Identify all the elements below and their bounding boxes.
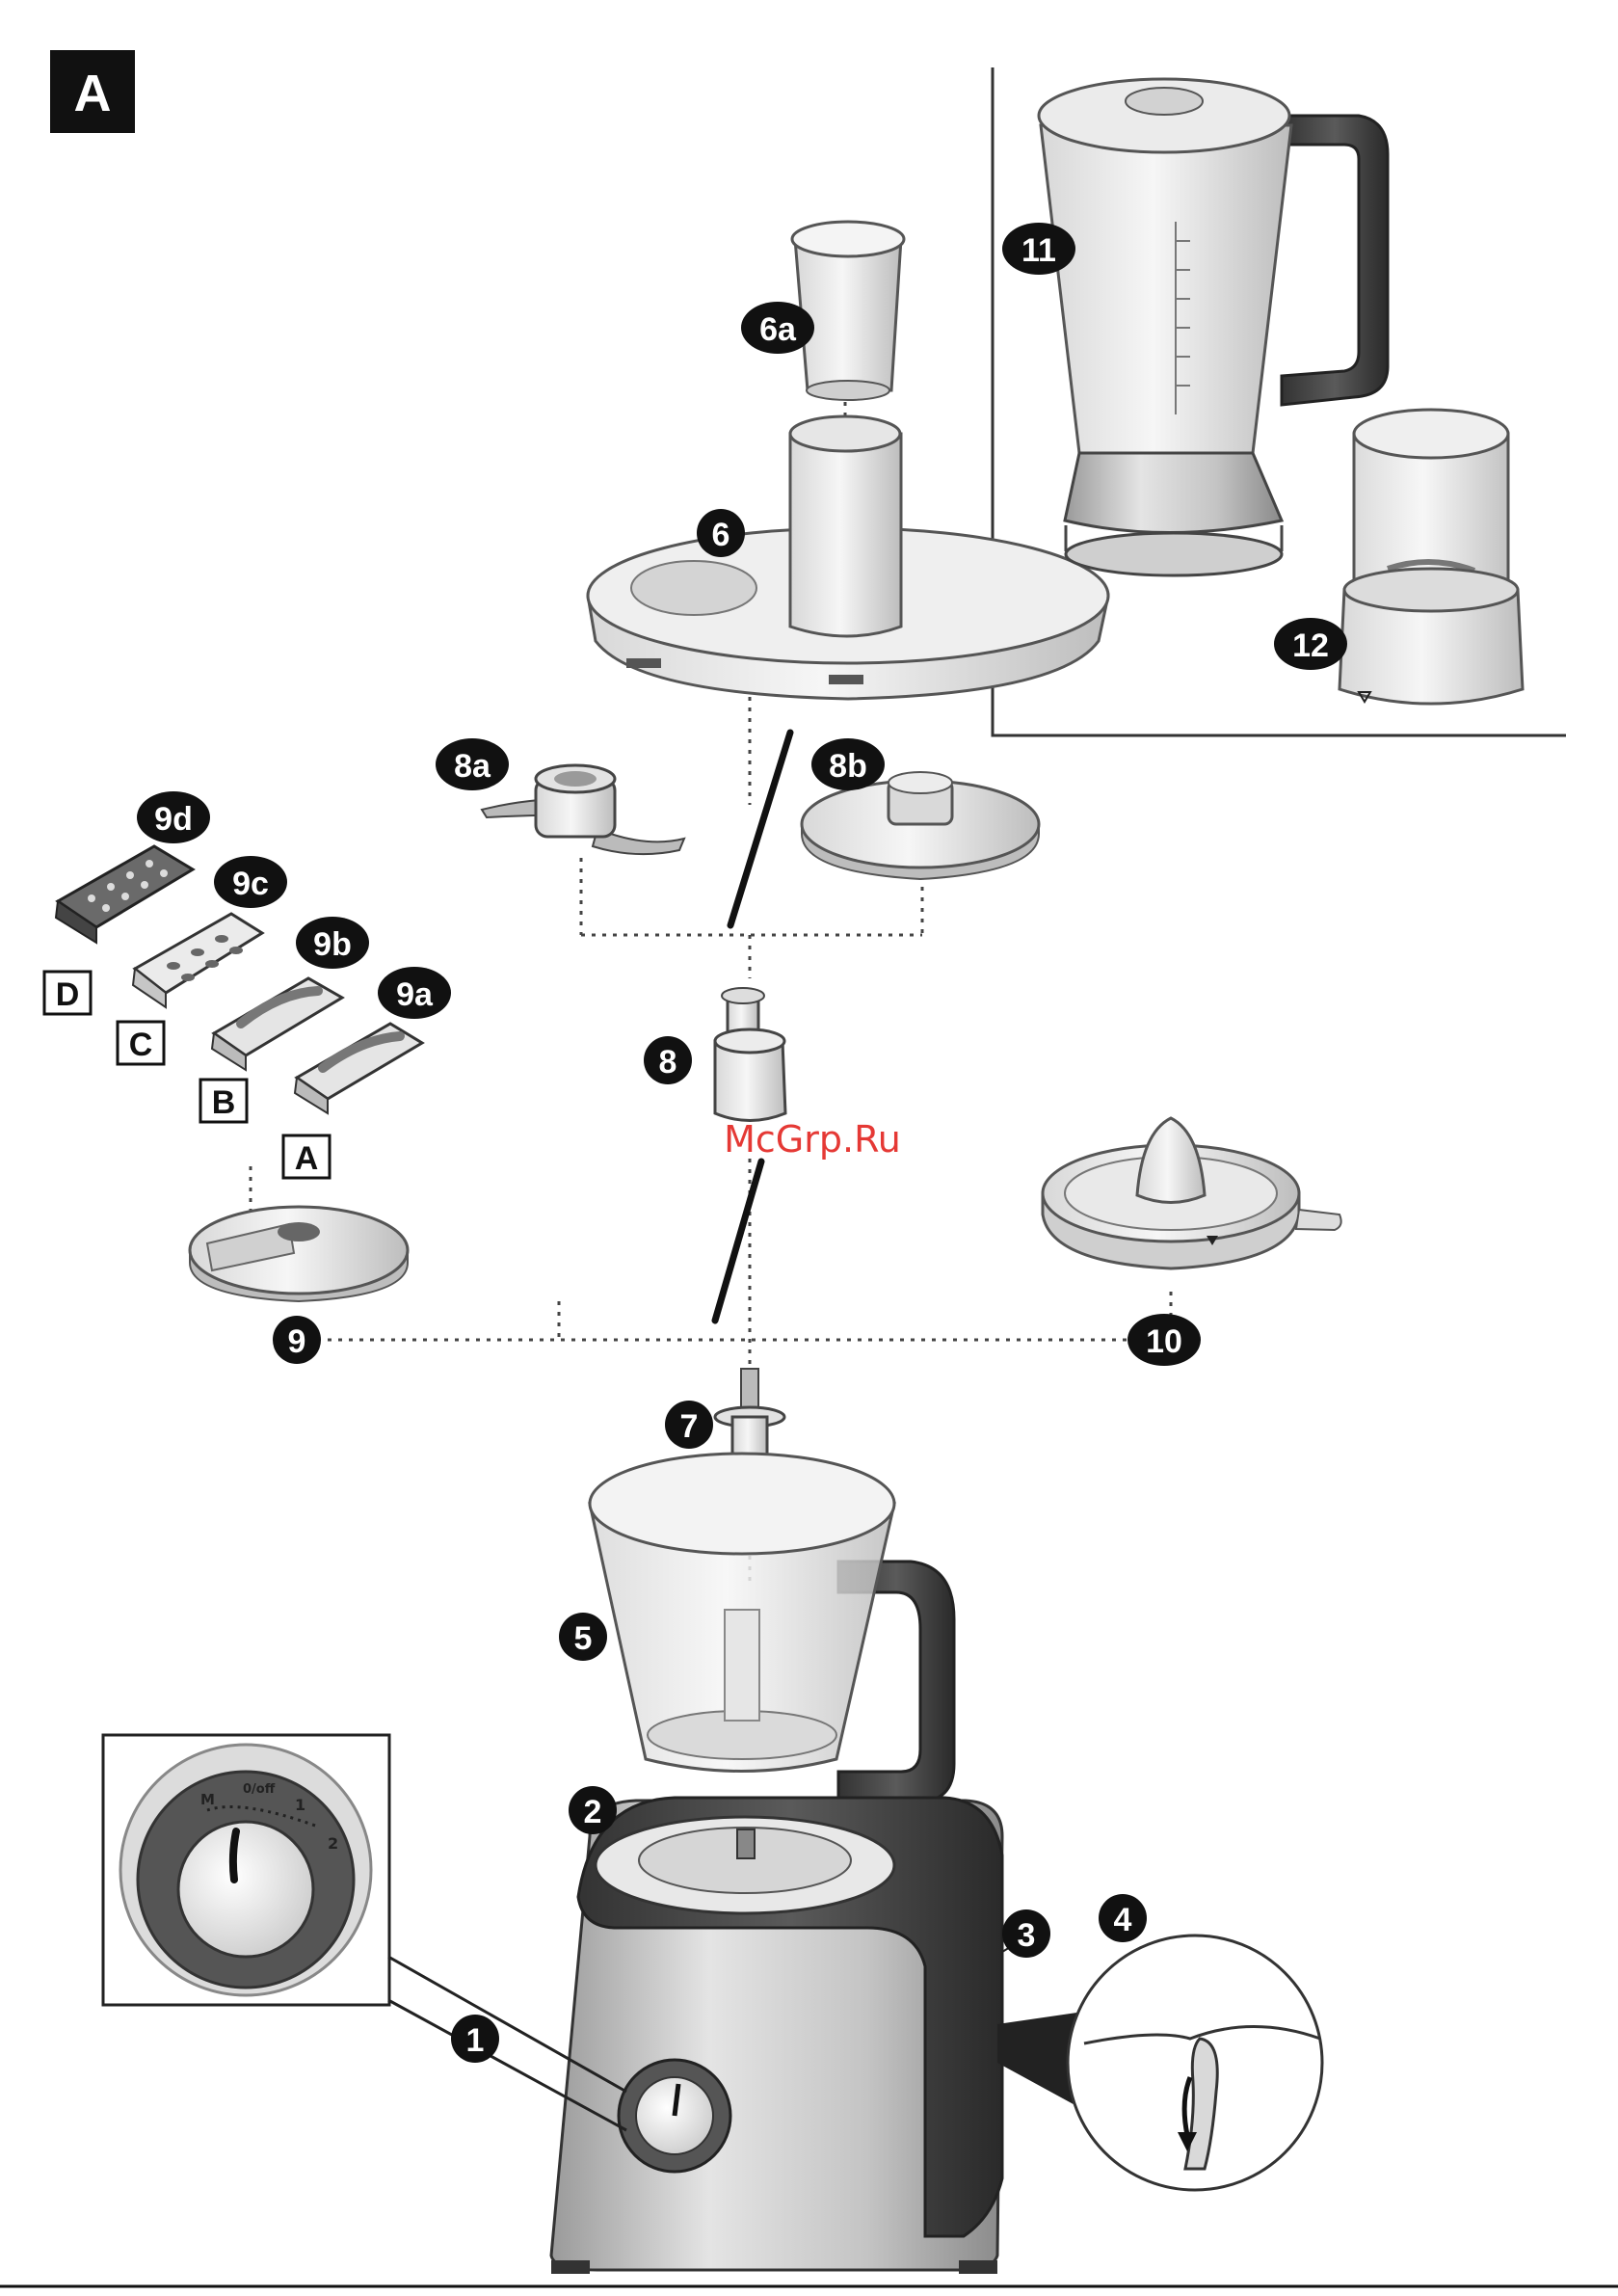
callout-9: 9 (273, 1316, 321, 1364)
svg-text:C: C (129, 1027, 153, 1063)
svg-text:9a: 9a (396, 976, 434, 1013)
detail-inset-4 (997, 1936, 1322, 2190)
callout-5: 5 (559, 1613, 607, 1661)
callout-4: 4 (1099, 1894, 1147, 1942)
panel-label: A (50, 50, 135, 133)
callout-9a: 9a (378, 967, 451, 1019)
svg-text:2: 2 (328, 1834, 338, 1853)
svg-text:1: 1 (466, 2022, 485, 2059)
svg-text:5: 5 (574, 1620, 593, 1657)
svg-text:9b: 9b (313, 926, 352, 963)
mini-chopper-12 (1339, 410, 1523, 704)
callout-8: 8 (644, 1036, 692, 1084)
pusher-6a (792, 222, 904, 400)
callout-9b: 9b (296, 917, 369, 969)
insert-letter-b: B (200, 1080, 247, 1122)
svg-text:12: 12 (1292, 627, 1329, 664)
insert-letter-a: A (283, 1135, 330, 1178)
svg-text:6a: 6a (759, 311, 797, 348)
dial-zoom-inset: M 0/off 1 2 (103, 1735, 626, 2130)
cutting-disc-9 (190, 1207, 408, 1301)
slicing-insert-9b (212, 978, 342, 1070)
knife-blade-8a (482, 765, 684, 854)
callout-3: 3 (1002, 1909, 1050, 1958)
svg-text:8a: 8a (454, 748, 491, 785)
callout-9c: 9c (214, 856, 287, 908)
svg-text:0/off: 0/off (243, 1782, 276, 1797)
callout-1: 1 (451, 2015, 499, 2063)
svg-text:7: 7 (680, 1408, 699, 1445)
insert-letter-d: D (44, 972, 91, 1014)
svg-text:10: 10 (1146, 1323, 1182, 1360)
slicing-insert-9a (295, 1024, 422, 1113)
callout-6: 6 (697, 509, 745, 557)
svg-text:A: A (295, 1140, 319, 1177)
callout-11: 11 (1002, 223, 1075, 275)
callout-8a: 8a (436, 738, 509, 790)
driver-shaft-8 (715, 988, 785, 1121)
base-unit (551, 1798, 1002, 2274)
svg-text:9: 9 (288, 1323, 306, 1360)
svg-text:9d: 9d (154, 801, 193, 838)
grater-insert-9c (133, 914, 262, 1007)
svg-text:M: M (200, 1791, 215, 1808)
mixing-bowl-5 (590, 1454, 954, 1802)
svg-text:1: 1 (295, 1796, 305, 1814)
callout-6a: 6a (741, 302, 814, 354)
svg-text:8b: 8b (829, 748, 867, 785)
svg-text:4: 4 (1114, 1902, 1132, 1938)
svg-text:6: 6 (712, 517, 730, 553)
callout-2: 2 (569, 1786, 617, 1834)
svg-text:D: D (56, 976, 80, 1013)
callout-9d: 9d (137, 791, 210, 843)
blender-11 (1039, 79, 1388, 575)
citrus-press-10 (1043, 1118, 1341, 1268)
insert-letter-c: C (118, 1022, 164, 1064)
svg-text:9c: 9c (232, 866, 269, 902)
svg-text:A: A (74, 65, 112, 122)
watermark: McGrp.Ru (724, 1118, 901, 1161)
grater-insert-9d (56, 846, 193, 943)
svg-text:8: 8 (659, 1044, 677, 1081)
callout-12: 12 (1274, 618, 1347, 670)
callout-10: 10 (1127, 1314, 1201, 1366)
callout-8b: 8b (811, 738, 885, 790)
svg-text:2: 2 (584, 1794, 602, 1830)
svg-text:3: 3 (1018, 1917, 1036, 1954)
svg-text:B: B (212, 1084, 236, 1121)
svg-text:11: 11 (1021, 232, 1056, 269)
lid-6 (588, 416, 1108, 699)
callout-7: 7 (665, 1401, 713, 1449)
